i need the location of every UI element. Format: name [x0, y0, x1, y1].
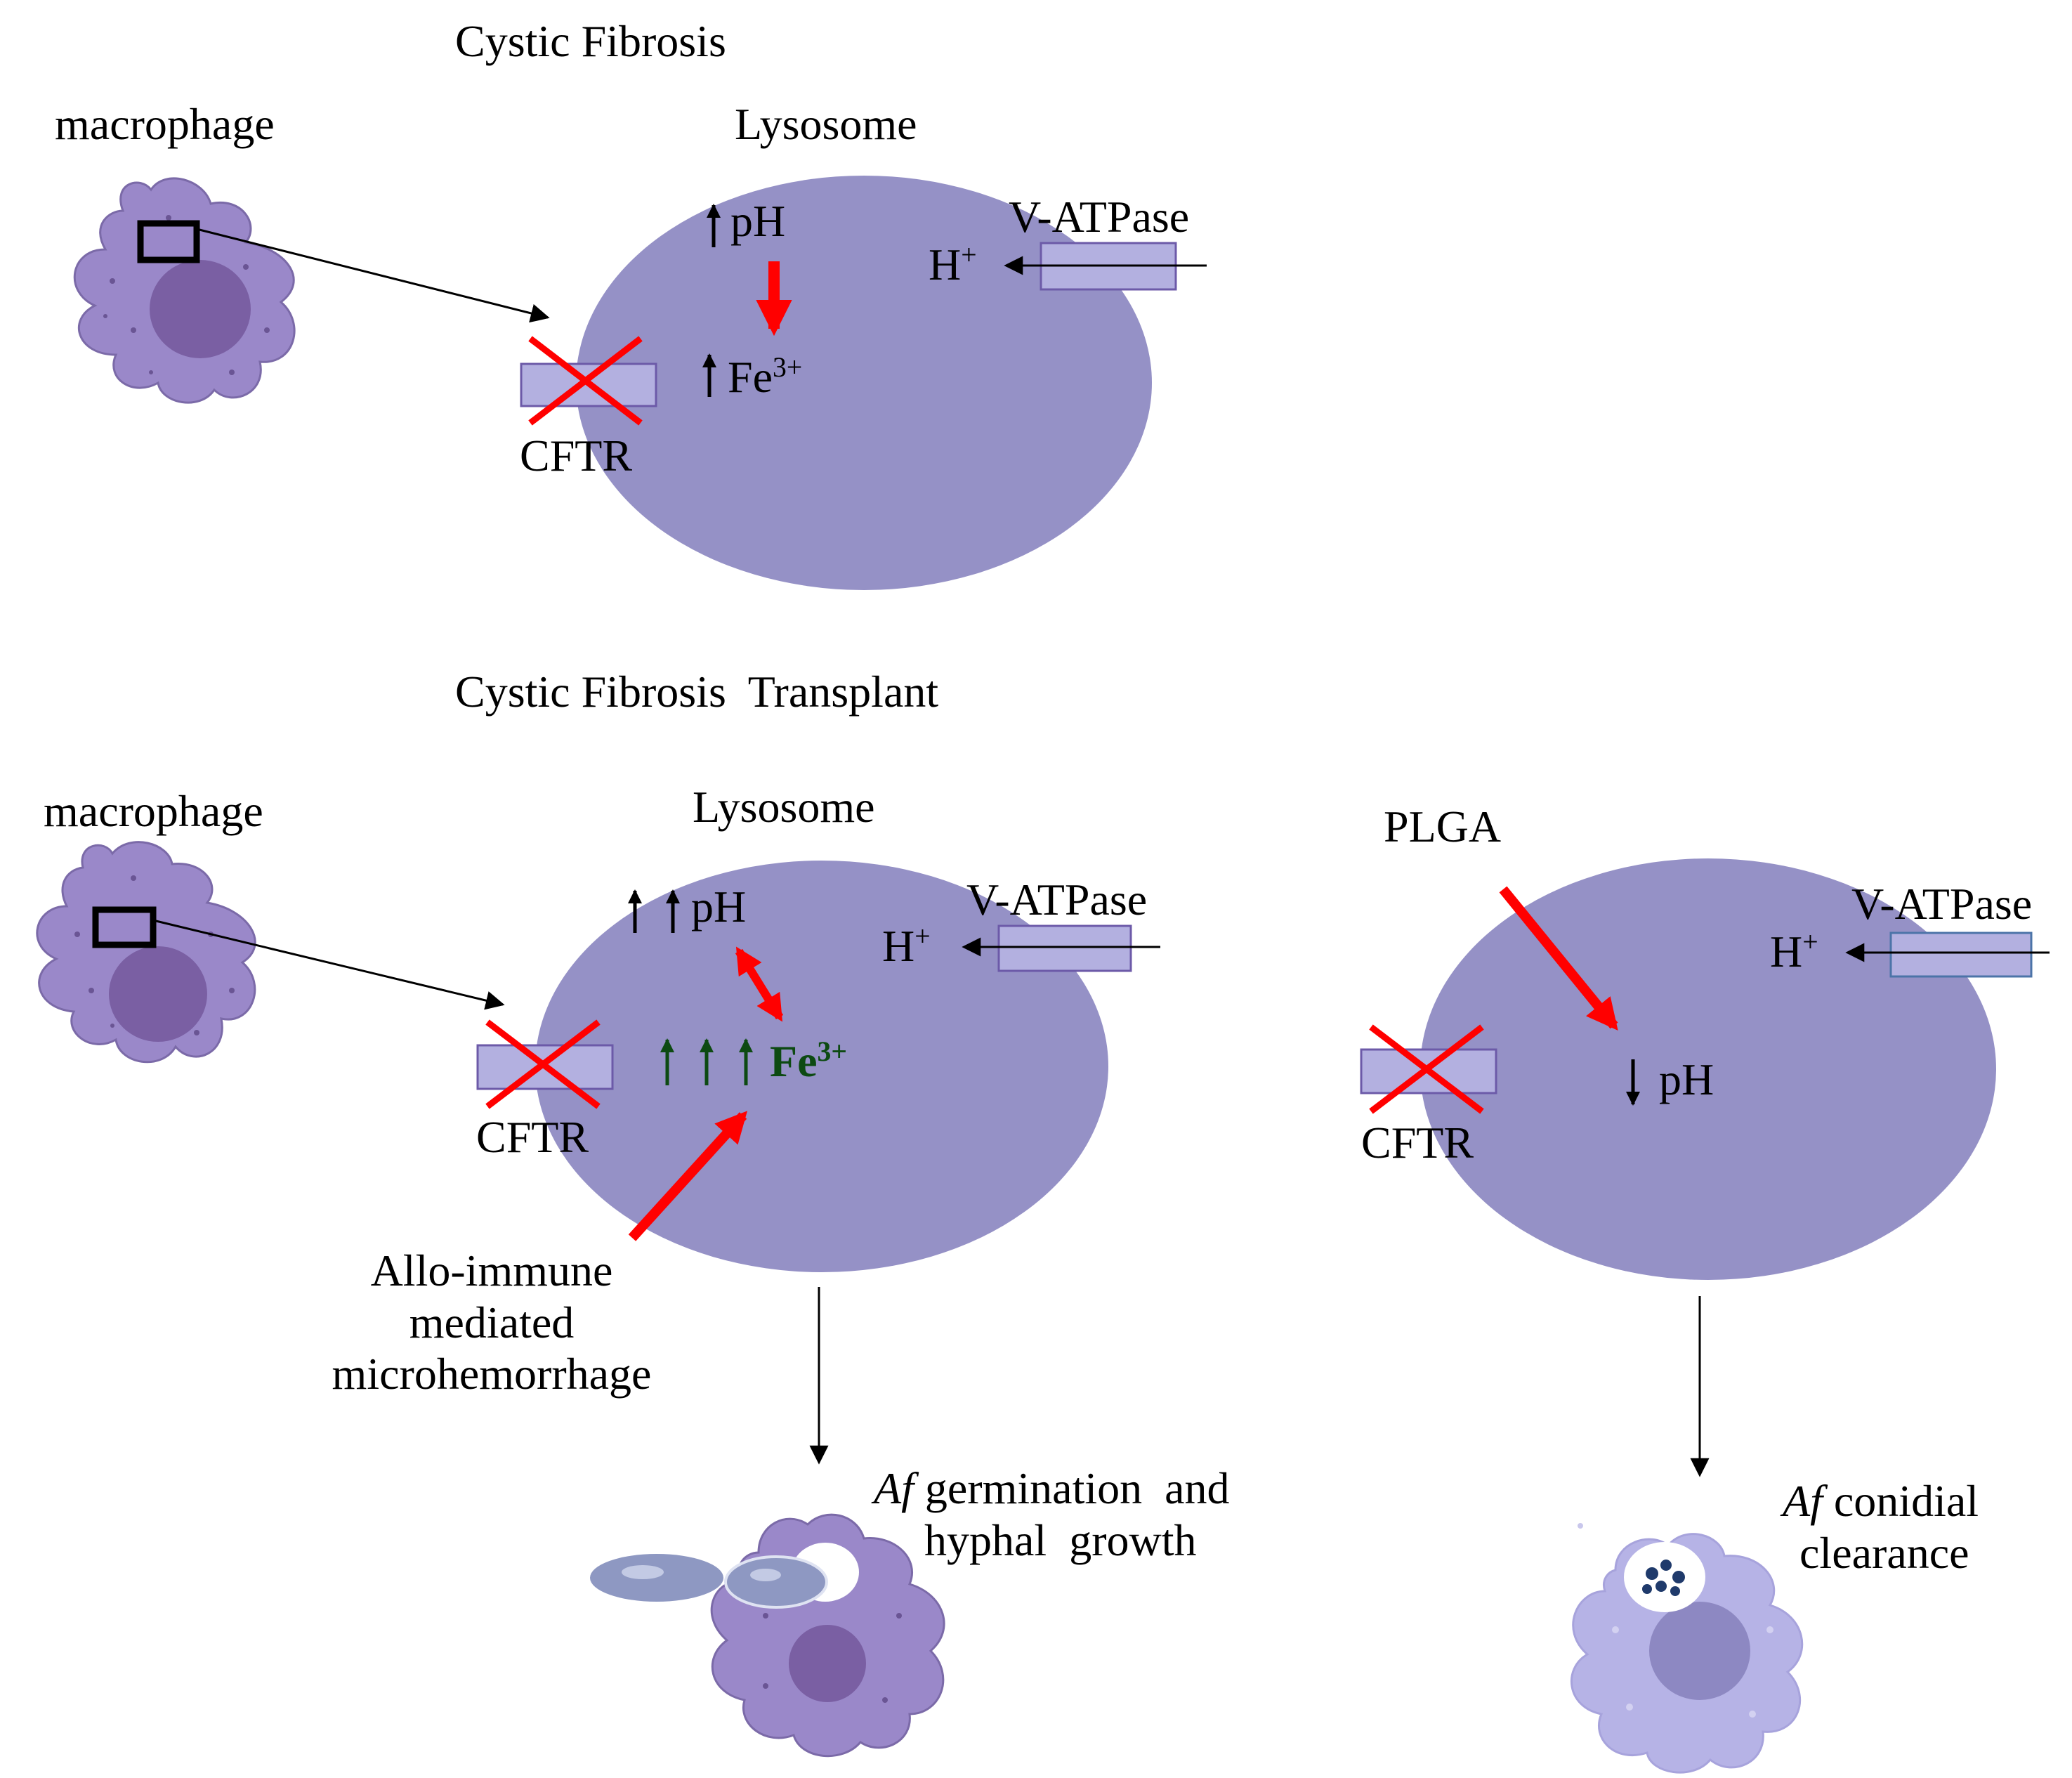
iron-label-bottom: Fe3+	[770, 1036, 847, 1086]
lysosome-top	[576, 176, 1152, 590]
germination-outcome-label: Af germination and hyphal growth	[874, 1463, 1230, 1566]
cftr-blocked-x-plga	[1369, 1024, 1484, 1114]
vatpase-channel-bottom	[997, 924, 1132, 972]
ph-label-bottom: pH	[691, 882, 747, 932]
proton-label-bottom: H+	[882, 921, 931, 971]
cftr-channel-bottom	[476, 1044, 614, 1090]
zoom-arrow-bottom	[152, 919, 505, 1010]
germination-line-2: hyphal growth	[924, 1515, 1197, 1565]
macrophage-cell-top	[73, 177, 296, 404]
macrophage-cell-bottom	[36, 841, 256, 1064]
allo-immune-red-arrow	[628, 1111, 748, 1241]
clearing-macrophage	[1571, 1523, 1804, 1774]
plga-label: PLGA	[1384, 802, 1502, 851]
lysosome-label-top: Lysosome	[735, 99, 917, 149]
vatpase-label-plga: V-ATPase	[1851, 879, 2033, 929]
cftr-blocked-x-top	[528, 336, 643, 426]
cftr-channel-plga	[1360, 1048, 1497, 1094]
clearance-line-1: Af conidial	[1783, 1476, 1979, 1526]
lysosome-label-bottom: Lysosome	[693, 782, 875, 832]
cftr-label-plga: CFTR	[1361, 1118, 1474, 1168]
vatpase-label-top: V-ATPase	[1009, 192, 1190, 242]
allo-immune-line-1: Allo-immune	[370, 1246, 613, 1295]
allo-immune-label: Allo-immune mediated microhemorrhage	[295, 1245, 688, 1400]
fungal-hyphae	[590, 1554, 828, 1609]
macrophage-label-top: macrophage	[55, 99, 275, 149]
zoom-arrow-top	[196, 228, 550, 323]
allo-immune-line-2: mediated	[409, 1297, 575, 1347]
lysosome-bottom	[535, 861, 1108, 1272]
vatpase-channel-plga	[1889, 932, 2033, 978]
ph-iron-double-red-arrow	[735, 946, 784, 1022]
title-cf-transplant: Cystic Fibrosis Transplant	[455, 667, 939, 717]
zoom-box-top	[137, 220, 200, 263]
cftr-label-top: CFTR	[520, 431, 633, 481]
cftr-label-bottom: CFTR	[476, 1112, 589, 1162]
macrophage-label-bottom: macrophage	[44, 786, 263, 836]
clearance-line-2: clearance	[1799, 1527, 1969, 1578]
vatpase-label-bottom: V-ATPase	[966, 875, 1148, 924]
ph-label-top: pH	[730, 196, 786, 246]
plga-red-arrow	[1499, 886, 1618, 1031]
allo-immune-line-3: microhemorrhage	[332, 1349, 652, 1399]
proton-label-top: H+	[929, 240, 977, 289]
zoom-box-bottom	[92, 906, 157, 948]
iron-label-top: Fe3+	[728, 352, 803, 402]
clearance-outcome-label: Af conidial clearance	[1783, 1475, 1979, 1578]
proton-label-plga: H+	[1770, 927, 1818, 976]
germination-line-1: Af germination and	[874, 1463, 1230, 1513]
cftr-blocked-x-bottom	[485, 1019, 601, 1109]
title-cystic-fibrosis: Cystic Fibrosis	[455, 16, 726, 66]
ph-label-plga: pH	[1659, 1054, 1714, 1104]
